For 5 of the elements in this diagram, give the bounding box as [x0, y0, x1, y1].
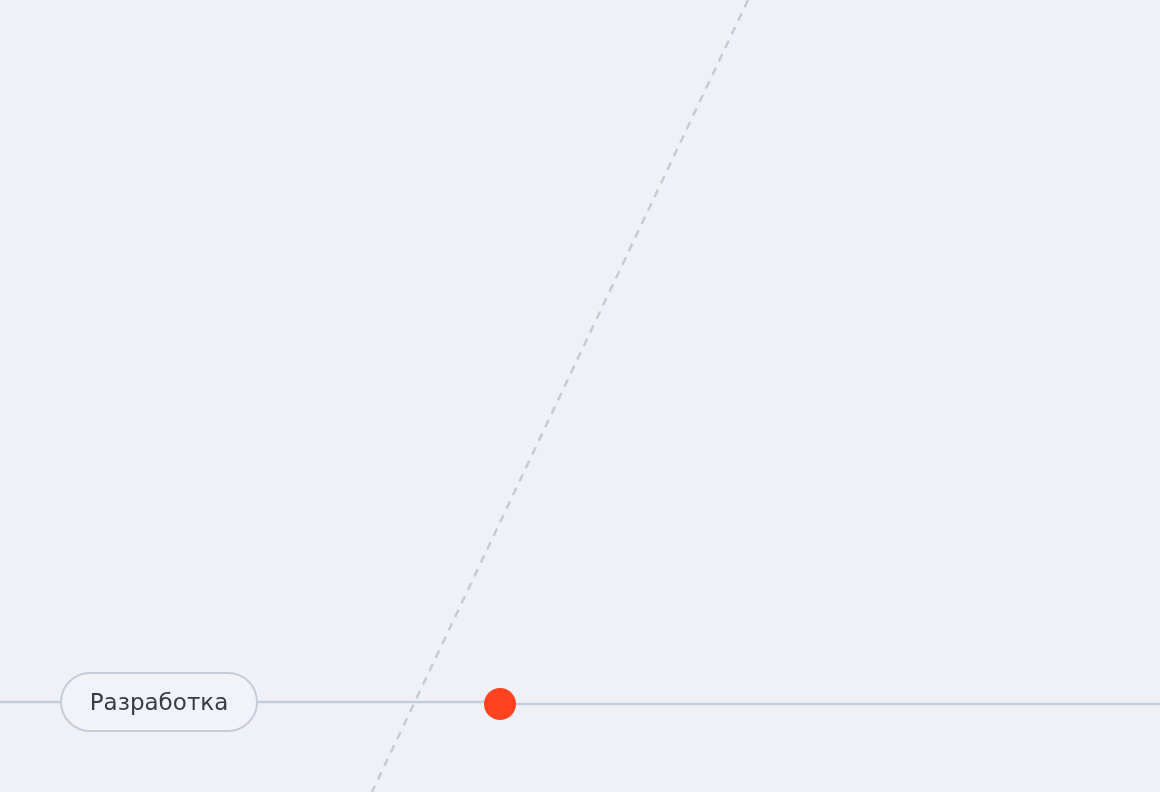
timeline-dot-icon [484, 688, 516, 720]
stage-pill: Разработка [60, 672, 258, 732]
connector-line [516, 702, 1160, 706]
connector-line [258, 700, 484, 704]
connector-line [0, 700, 60, 704]
